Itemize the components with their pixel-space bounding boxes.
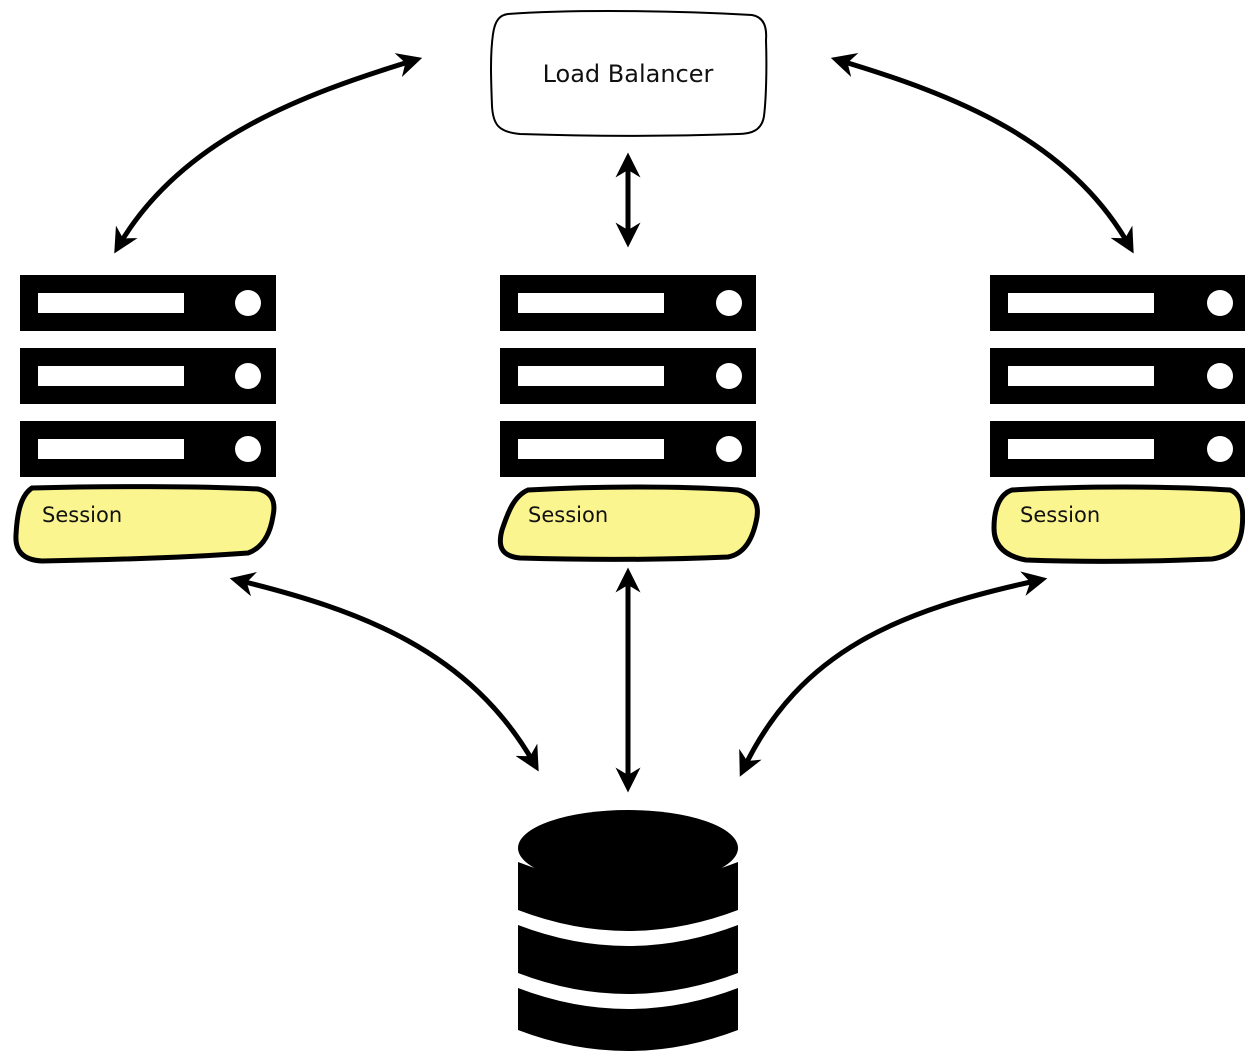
database-icon[interactable] <box>518 810 738 1051</box>
session-label: Session <box>528 503 608 527</box>
session-badge-right: Session <box>991 484 1245 564</box>
session-badge-left: Session <box>13 484 277 564</box>
server-left[interactable]: Session <box>13 275 277 564</box>
arrow-right-server-to-database <box>739 571 1048 777</box>
session-label: Session <box>42 503 122 527</box>
session-label: Session <box>1020 503 1100 527</box>
server-right[interactable]: Session <box>990 275 1245 564</box>
load-balancer-node[interactable]: Load Balancer <box>490 10 768 137</box>
load-balancer-label: Load Balancer <box>543 60 714 88</box>
server-rack-icon <box>990 275 1245 477</box>
session-badge-center: Session <box>497 484 760 562</box>
load-balancer-box <box>490 10 768 137</box>
server-rack-icon <box>20 275 276 477</box>
arrow-left-server-to-database <box>229 572 539 772</box>
arrow-lb-to-right-server <box>830 53 1134 254</box>
arrow-lb-to-left-server <box>114 53 423 254</box>
server-rack-icon <box>500 275 756 477</box>
server-center[interactable]: Session <box>497 275 760 562</box>
